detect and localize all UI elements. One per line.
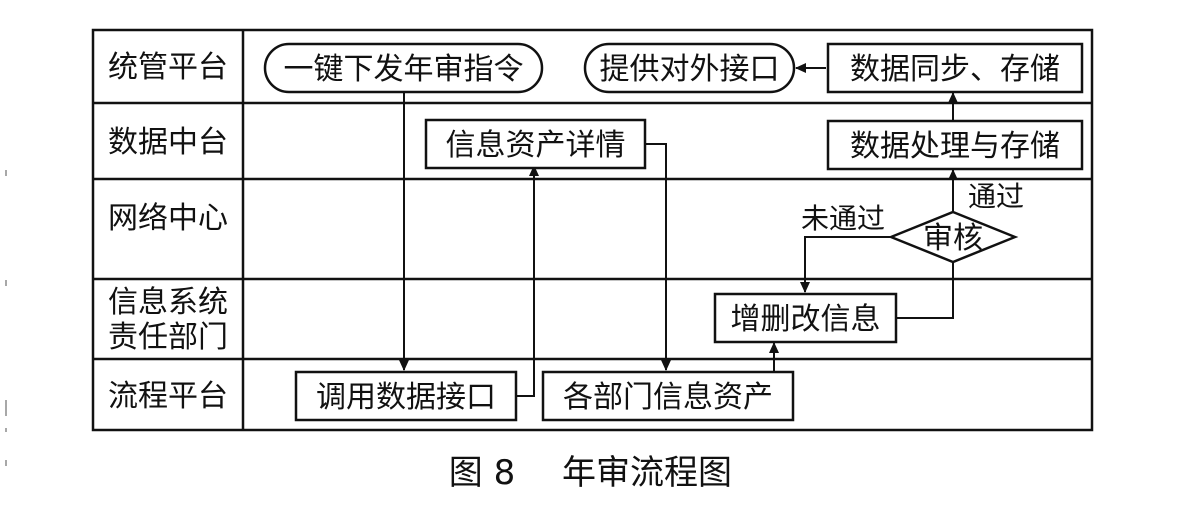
lane-label-data-middle-platform: 数据中台 [108, 125, 228, 160]
edge-detail-to-dept-assets [645, 143, 671, 371]
node-review-decision: 审核 [887, 210, 1019, 264]
node-data-sync-storage-label: 数据同步、存储 [850, 52, 1060, 87]
edge-label-not-passed: 未通过 [801, 202, 885, 235]
node-info-asset-detail: 信息资产详情 [424, 118, 647, 170]
lane-label-network-center: 网络中心 [108, 201, 228, 236]
node-dept-info-assets-label: 各部门信息资产 [563, 380, 773, 415]
lane-label-unified-platform: 统管平台 [108, 50, 228, 85]
node-data-process-storage-label: 数据处理与存储 [850, 129, 1060, 164]
swimlane-frame [91, 28, 1094, 432]
lane-label-process-platform: 流程平台 [108, 379, 228, 414]
edge-review-not-passed [800, 236, 891, 293]
node-review-decision-label: 审核 [923, 221, 983, 256]
edge-label-passed: 通过 [968, 180, 1024, 213]
node-data-sync-storage: 数据同步、存储 [826, 42, 1084, 94]
node-call-data-interface: 调用数据接口 [294, 370, 518, 422]
edge-call-to-detail [516, 165, 539, 397]
node-issue-command-label: 一键下发年审指令 [284, 52, 524, 87]
node-modify-info: 增删改信息 [713, 292, 898, 344]
node-modify-info-label: 增删改信息 [731, 302, 881, 337]
connectors [399, 63, 958, 397]
caption-title: 年审流程图 [562, 453, 732, 493]
node-issue-command: 一键下发年审指令 [263, 42, 544, 94]
node-info-asset-detail-label: 信息资产详情 [446, 128, 626, 163]
edge-modify-to-review [896, 262, 954, 319]
node-provide-interface-label: 提供对外接口 [600, 52, 780, 87]
node-data-process-storage: 数据处理与存储 [826, 119, 1084, 171]
lane-label-info-system-dept-line2: 责任部门 [108, 320, 228, 355]
node-provide-interface: 提供对外接口 [583, 42, 796, 94]
figure-caption: 图 8 年审流程图 [449, 453, 732, 493]
caption-number: 图 8 [449, 453, 515, 493]
node-call-data-interface-label: 调用数据接口 [316, 380, 496, 415]
lane-label-info-system-dept-line1: 信息系统 [108, 285, 228, 320]
node-dept-info-assets: 各部门信息资产 [541, 370, 795, 422]
